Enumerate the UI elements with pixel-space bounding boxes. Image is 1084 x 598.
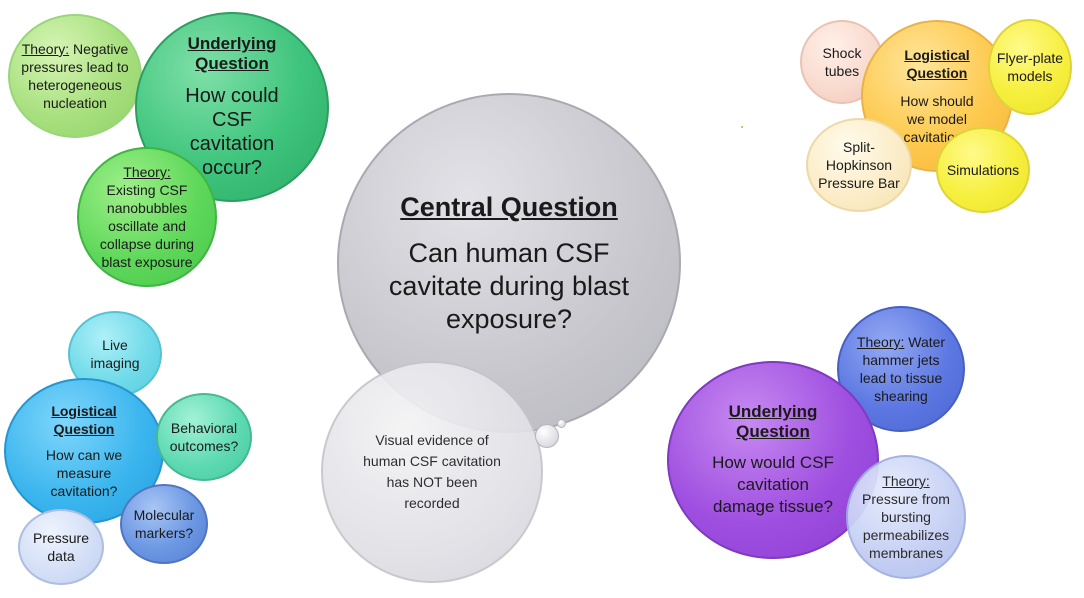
logistical-text: How can we measure cavitation? — [45, 447, 123, 499]
speck — [741, 126, 743, 128]
theory-text: Theory: Existing CSF nanobubbles oscillat… — [97, 163, 197, 271]
underlying-text: How could CSF cavitation occur? — [185, 85, 279, 179]
underlying-heading: Underlying Question — [728, 402, 818, 441]
theory-label: Theory: — [21, 41, 70, 57]
connector-dot — [535, 424, 559, 448]
option-text: Flyer-plate models — [996, 50, 1064, 84]
logistical-heading: Logistical Question — [51, 403, 117, 437]
option-text: Split-Hopkinson Pressure Bar — [818, 139, 900, 191]
option-text: Pressure data — [32, 530, 90, 564]
theory-body: Pressure from bursting permeabilizes mem… — [862, 491, 950, 561]
theory-bubble-water-hammer: Theory: Water hammer jets lead to tissue… — [837, 306, 965, 432]
option-bubble-molecular: Molecular markers? — [120, 484, 208, 564]
theory-body: Water hammer jets lead to tissue shearin… — [859, 334, 946, 404]
underlying-question-bubble-occur: Underlying Question How could CSF cavita… — [135, 12, 329, 202]
option-text: Molecular markers? — [133, 507, 195, 541]
option-bubble-live-imaging: Live imaging — [68, 311, 162, 397]
option-bubble-split-hopkinson: Split-Hopkinson Pressure Bar — [806, 118, 912, 212]
theory-label: Theory: — [856, 334, 905, 350]
theory-label: Theory: — [882, 473, 930, 489]
option-text: Simulations — [946, 162, 1020, 178]
theory-text: Theory: Pressure from bursting permeabil… — [856, 472, 956, 562]
theory-text: Theory: Negative pressures lead to heter… — [18, 40, 132, 112]
underlying-heading: Underlying Question — [187, 34, 277, 73]
connector-dot-small — [557, 419, 566, 428]
theory-bubble-bursting: Theory: Pressure from bursting permeabil… — [846, 455, 966, 579]
theory-label: Theory: — [123, 164, 171, 180]
option-bubble-behavioral: Behavioral outcomes? — [156, 393, 252, 481]
theory-bubble-negative-pressures: Theory: Negative pressures lead to heter… — [8, 14, 142, 138]
underlying-text: How would CSF cavitation damage tissue? — [712, 453, 834, 516]
option-text: Shock tubes — [822, 45, 862, 79]
evidence-bubble: Visual evidence of human CSF cavitation … — [321, 361, 543, 583]
evidence-text: Visual evidence of human CSF cavitation … — [363, 432, 501, 511]
underlying-question-bubble-damage: Underlying Question How would CSF cavita… — [667, 361, 879, 559]
option-text: Behavioral outcomes? — [169, 420, 239, 454]
theory-body: Existing CSF nanobubbles oscillate and c… — [99, 182, 195, 270]
theory-body: Negative pressures lead to heterogeneous… — [21, 41, 129, 111]
option-bubble-pressure-data: Pressure data — [18, 509, 104, 585]
central-text: Can human CSF cavitate during blast expo… — [388, 237, 630, 334]
option-bubble-simulations: Simulations — [936, 127, 1030, 213]
option-text: Live imaging — [90, 337, 140, 371]
theory-bubble-nanobubbles: Theory: Existing CSF nanobubbles oscillat… — [77, 147, 217, 287]
logistical-heading: Logistical Question — [904, 47, 970, 81]
central-heading: Central Question — [400, 191, 618, 222]
option-bubble-flyer-plate: Flyer-plate models — [988, 19, 1072, 115]
theory-text: Theory: Water hammer jets lead to tissue… — [851, 333, 951, 405]
